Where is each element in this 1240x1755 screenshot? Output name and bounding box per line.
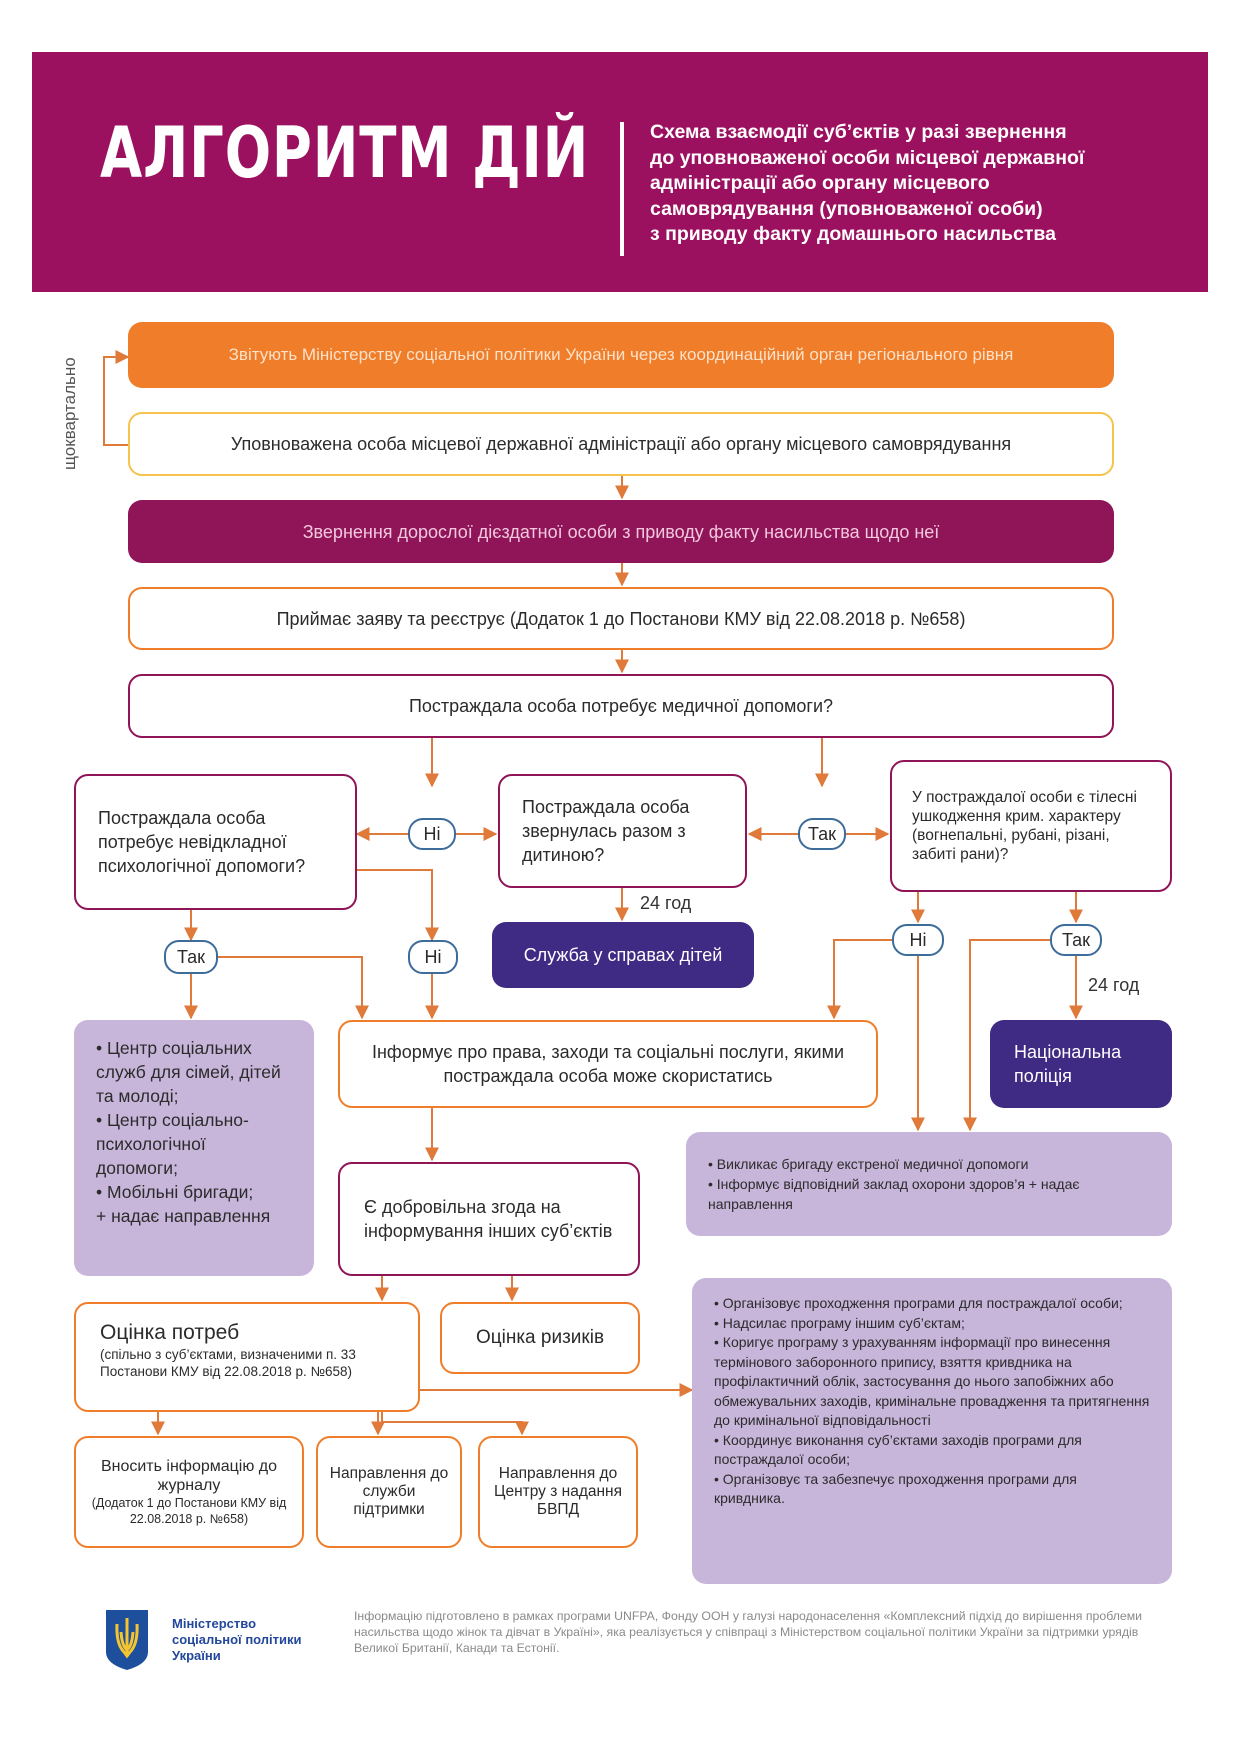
no-pill-1: Ні (408, 818, 456, 850)
arrow-yes-medical (963, 939, 1050, 1132)
support-box: Направлення до служби підтримки (316, 1436, 462, 1548)
arrow-psych-no (357, 869, 439, 942)
journal-title: Вносить інформацію до журналу (100, 1458, 278, 1494)
police-box: Національна поліція (990, 1020, 1172, 1108)
consent-question-box: Є добровільна згода на інформування інши… (338, 1162, 640, 1276)
informs-box: Інформує про права, заходи та соціальні … (338, 1020, 878, 1108)
needs-title: Оцінка потреб (100, 1321, 240, 1344)
no-pill-2: Ні (408, 940, 458, 974)
medical-question-box: Постраждала особа потребує медичної допо… (128, 674, 1114, 738)
time-note-child: 24 год (640, 893, 692, 913)
medical-actions-box: • Викликає бригаду екстреної медичної до… (686, 1132, 1172, 1236)
centers-list: • Центр соціальних служб для сімей, діте… (96, 1038, 281, 1226)
needs-subtitle: (спільно з суб’єктами, визначеними п. 33… (100, 1347, 356, 1379)
footer-info: Інформацію підготовлено в рамках програм… (354, 1609, 1143, 1655)
child-service-box: Служба у справах дітей (492, 922, 754, 988)
no-pill-3: Ні (892, 924, 944, 956)
bvpd-box: Направлення до Центру з надання БВПД (478, 1436, 638, 1548)
needs-box: Оцінка потреб (спільно з суб’єктами, виз… (74, 1302, 420, 1412)
yes-pill-2: Так (164, 940, 218, 974)
journal-subtitle: (Додаток 1 до Постанови КМУ від 22.08.20… (91, 1496, 287, 1526)
loop-line (103, 350, 130, 446)
arrow-yes-informs (218, 956, 369, 1020)
quarterly-label: щокварталь­но (60, 357, 79, 470)
authorized-box: Уповноважена особа місцевої державної ад… (128, 412, 1114, 476)
report-box: Звітують Міністерству соціальної політик… (128, 322, 1114, 388)
program-actions-list: • Організовує проходження програми для п… (714, 1295, 1150, 1506)
yes-pill-3: Так (1050, 924, 1102, 956)
appeal-box: Звернення дорослої дієздатної особи з пр… (128, 500, 1114, 563)
psych-question-box: Постраждала особа потребує невідкладної … (74, 774, 357, 910)
time-note-police: 24 год (1088, 975, 1140, 995)
arrow-needs-bvpd (381, 1412, 529, 1436)
registers-box: Приймає заяву та реєструє (Додаток 1 до … (128, 587, 1114, 650)
centers-box: • Центр соціальних служб для сімей, діте… (74, 1020, 314, 1276)
journal-box: Вносить інформацію до журналу (Додаток 1… (74, 1436, 304, 1548)
yes-pill-1: Так (798, 818, 846, 850)
arrow-no-informs2 (827, 939, 892, 1020)
child-question-box: Постраждала особа звернулась разом з дит… (498, 774, 747, 888)
injury-question-box: У постраждалої особи є тілесні ушкодженн… (890, 760, 1172, 892)
program-actions-box: • Організовує проходження програми для п… (692, 1278, 1172, 1584)
page-title: АЛГОРИТМ ДІЙ (100, 112, 590, 194)
header-divider (620, 122, 624, 256)
medical-actions-list: • Викликає бригаду екстреної медичної до… (708, 1156, 1080, 1212)
ministry-name: Міністерство соціальної політики України (172, 1616, 302, 1663)
risks-box: Оцінка ризиків (440, 1302, 640, 1374)
header-subtitle: Схема взаємодії суб’єктів у разі звернен… (650, 121, 1085, 245)
coat-of-arms-icon (106, 1610, 148, 1670)
